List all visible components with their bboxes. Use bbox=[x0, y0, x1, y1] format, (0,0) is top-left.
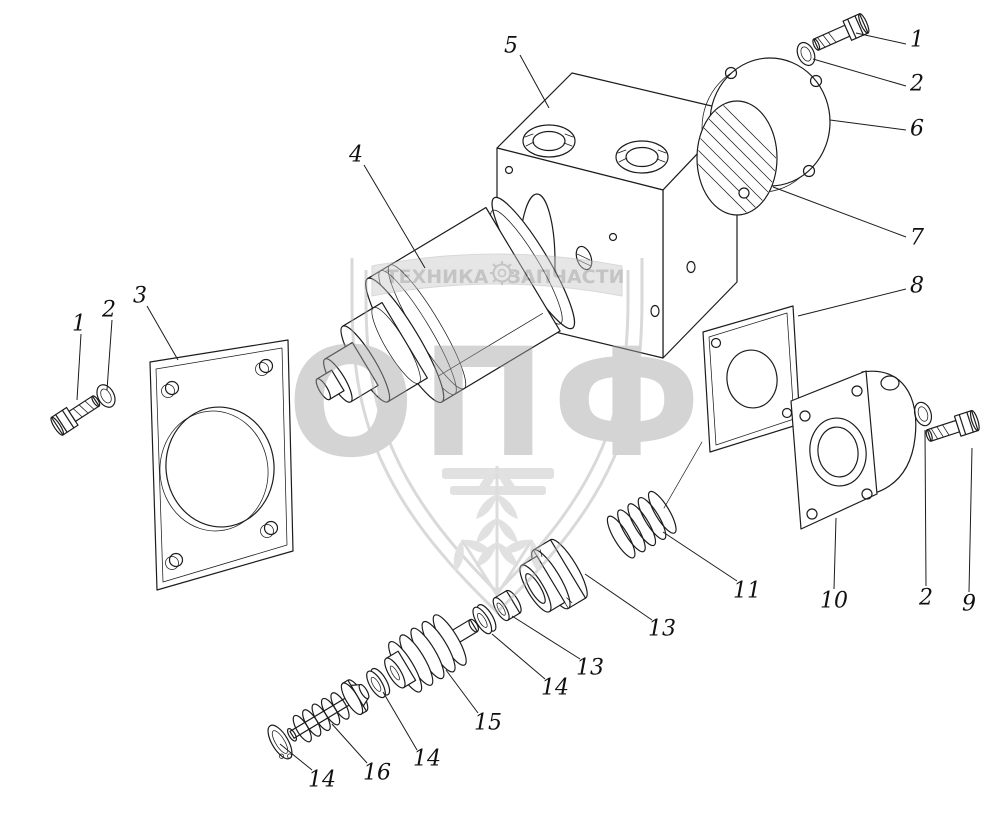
callout-leader-2 bbox=[924, 429, 927, 587]
callout-leader-8 bbox=[797, 288, 907, 317]
part-10-flange-housing bbox=[790, 370, 917, 530]
port-hole-left bbox=[522, 124, 576, 158]
part-9-bolt-right bbox=[925, 409, 980, 442]
callout-label-14: 14 bbox=[308, 768, 336, 793]
callout-leader-5 bbox=[519, 54, 550, 109]
part-13-seat bbox=[492, 589, 522, 622]
callout-leader-9 bbox=[968, 447, 973, 593]
callout-label-4: 4 bbox=[348, 143, 363, 168]
callout-label-16: 16 bbox=[363, 761, 391, 786]
callout-label-7: 7 bbox=[910, 226, 924, 251]
gear-icon bbox=[490, 261, 514, 285]
callout-leader-14 bbox=[382, 691, 418, 751]
part-1-bolt-left bbox=[50, 395, 101, 436]
wheat-icon bbox=[442, 466, 554, 596]
callout-leader-1 bbox=[76, 333, 82, 401]
callout-label-9: 9 bbox=[962, 592, 976, 617]
part-1-bolt-top bbox=[812, 13, 870, 51]
callout-label-2: 2 bbox=[909, 72, 924, 97]
callout-label-1: 1 bbox=[72, 312, 86, 337]
part-2-washer-left bbox=[96, 384, 116, 408]
callout-leader-15 bbox=[445, 669, 479, 714]
watermark: ТЕХНИКА ЗАПЧАСТИ ОПФ bbox=[287, 253, 707, 615]
callout-label-10: 10 bbox=[820, 589, 848, 614]
part-2-washer-right bbox=[913, 401, 933, 427]
callout-leader-6 bbox=[829, 119, 907, 131]
callout-label-6: 6 bbox=[910, 117, 924, 142]
callout-label-11: 11 bbox=[733, 579, 761, 604]
callout-label-13: 13 bbox=[648, 617, 676, 642]
callout-label-14: 14 bbox=[413, 747, 441, 772]
callout-leader-13 bbox=[584, 573, 653, 621]
callout-label-5: 5 bbox=[504, 34, 518, 59]
callout-label-15: 15 bbox=[474, 711, 502, 736]
callout-leader-2 bbox=[812, 58, 907, 87]
callout-label-13: 13 bbox=[576, 656, 604, 681]
callout-label-2: 2 bbox=[918, 586, 933, 611]
callout-leader-10 bbox=[833, 517, 837, 590]
part-8-square-gasket bbox=[702, 305, 801, 453]
callout-leader-14 bbox=[491, 633, 546, 680]
part-14-circlip bbox=[267, 724, 293, 760]
callout-label-2: 2 bbox=[101, 298, 116, 323]
valve-internals-axis bbox=[267, 490, 677, 760]
part-3-flange-plate bbox=[149, 339, 294, 591]
callout-leader-1 bbox=[855, 32, 907, 45]
drain-hole bbox=[575, 245, 593, 271]
part-11-spring bbox=[606, 490, 677, 559]
callout-leader-2 bbox=[106, 319, 113, 391]
part-15-spool bbox=[384, 614, 480, 693]
part-13-bushing bbox=[519, 538, 588, 613]
watermark-banner-right: ЗАПЧАСТИ bbox=[508, 266, 625, 288]
callout-leader-11 bbox=[662, 531, 738, 582]
watermark-banner-left: ТЕХНИКА bbox=[386, 266, 489, 288]
watermark-monogram: ОПФ bbox=[287, 317, 707, 491]
part-14-washer-mid bbox=[366, 667, 391, 699]
callout-leader-13 bbox=[511, 615, 581, 660]
callout-leader-16 bbox=[331, 723, 368, 764]
port-hole-right bbox=[615, 140, 669, 174]
callout-label-3: 3 bbox=[133, 284, 147, 309]
part-16-valve bbox=[286, 679, 370, 743]
callout-leader-14 bbox=[279, 743, 313, 771]
callout-leader-3 bbox=[146, 305, 179, 361]
callout-leader-4 bbox=[363, 164, 426, 269]
callout-leader-7 bbox=[772, 186, 907, 238]
watermark-banner bbox=[371, 253, 623, 297]
callout-label-14: 14 bbox=[541, 676, 569, 701]
assembly-axis-line bbox=[663, 441, 703, 509]
callout-label-8: 8 bbox=[910, 274, 924, 299]
part-2-washer-top bbox=[796, 41, 816, 67]
callout-label-1: 1 bbox=[910, 28, 924, 53]
part-4-cylinder bbox=[315, 196, 576, 404]
